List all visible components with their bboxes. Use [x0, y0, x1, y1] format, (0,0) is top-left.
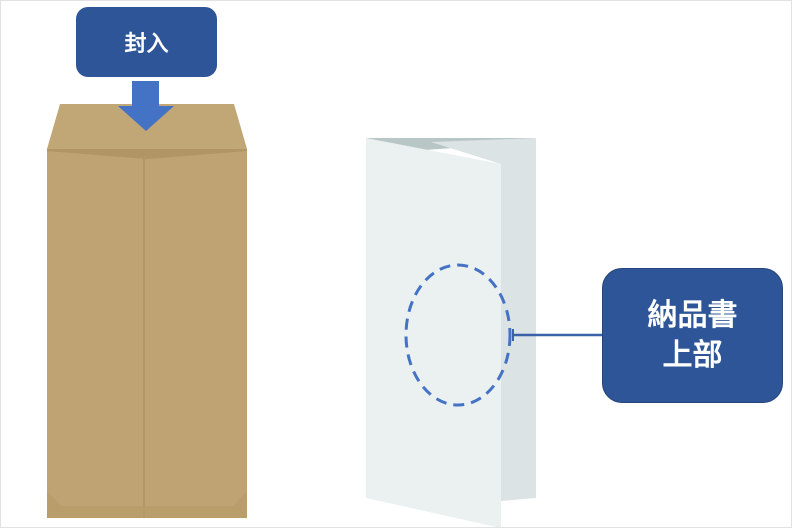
callout-connector [512, 329, 603, 341]
dashed-highlight-circle [404, 263, 512, 407]
insert-label: 封入 [124, 32, 169, 57]
invoice-top-label-box: 納品書 上部 [602, 268, 783, 403]
envelope-flap-shadow [47, 149, 247, 159]
envelope-body [47, 149, 247, 518]
envelope-bottom-fold [47, 491, 247, 518]
insert-arrow [118, 81, 174, 131]
invoice-label-line2: 上部 [662, 337, 723, 373]
folded-paper-illustration [366, 138, 536, 527]
envelope-illustration [47, 104, 247, 518]
paper-front-panel [366, 138, 501, 527]
invoice-label-line1: 納品書 [647, 297, 738, 333]
envelope-seam [143, 157, 145, 518]
insert-label-box: 封入 [76, 7, 217, 77]
paper-back-panel [431, 138, 536, 501]
